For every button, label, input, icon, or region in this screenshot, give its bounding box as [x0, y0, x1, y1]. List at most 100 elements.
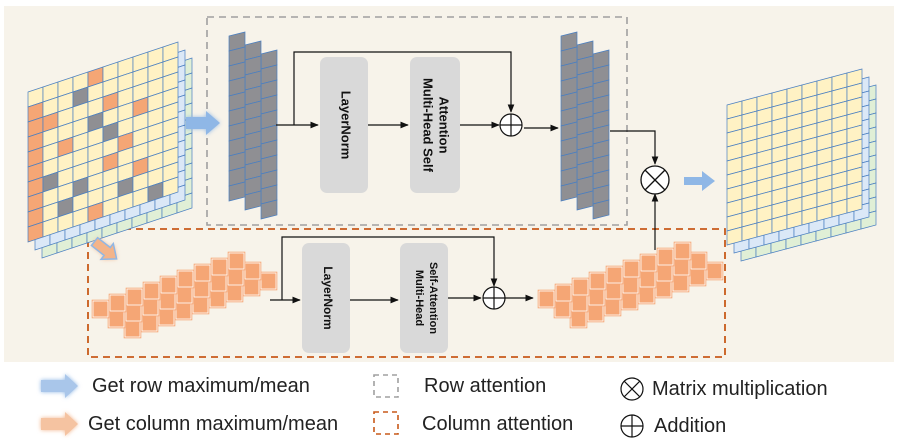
row-max-mean-arrow: [186, 111, 220, 135]
legend-column-arrow-label: Get column maximum/mean: [88, 413, 338, 435]
legend-matmul-label: Matrix multiplication: [652, 378, 828, 400]
column-cell: [553, 299, 572, 319]
column-cell: [587, 287, 606, 307]
column-cell-highlight: [706, 262, 723, 280]
column-cell: [108, 293, 127, 313]
column-cell: [671, 273, 690, 293]
column-addition-icon: [482, 286, 506, 310]
column-cell: [655, 263, 674, 283]
column-feature-strip-input: [91, 251, 278, 339]
row-cell: [576, 190, 594, 211]
row-cell: [228, 181, 246, 202]
legend: Get row maximum/mean Get column maximum/…: [41, 374, 828, 438]
column-cell-highlight: [589, 272, 606, 290]
column-cell: [638, 269, 657, 289]
legend-row-box-icon: [373, 374, 399, 398]
row-attention-label-line1: Multi-Head Self: [421, 78, 436, 173]
column-cell: [107, 309, 126, 329]
column-cell-highlight: [555, 284, 572, 302]
matrix-multiplication-icon: [640, 165, 670, 195]
column-cell: [242, 277, 261, 297]
column-cell-highlight: [260, 272, 277, 290]
column-max-mean-arrow: [90, 236, 118, 261]
column-cell: [227, 251, 246, 271]
column-cell: [174, 301, 193, 321]
column-cell: [125, 287, 144, 307]
row-feature-stack-input: [228, 31, 278, 220]
column-cell: [209, 273, 228, 293]
column-cell: [688, 267, 707, 287]
column-cell: [672, 257, 691, 277]
column-residual-connection: [281, 236, 498, 300]
column-cell: [603, 297, 622, 317]
column-cell-highlight: [109, 294, 126, 312]
legend-row-arrow-icon: [41, 374, 78, 398]
column-cell: [142, 281, 161, 301]
column-cell: [159, 275, 178, 295]
column-attention-box: [87, 228, 726, 358]
column-layernorm-label: LayerNorm: [321, 266, 335, 329]
column-cell-highlight: [674, 242, 691, 260]
column-cell: [141, 297, 160, 317]
column-cell: [586, 303, 605, 323]
column-layernorm-box: [302, 243, 350, 353]
legend-addition-label: Addition: [654, 415, 726, 437]
legend-column-box-label: Column attention: [422, 413, 573, 435]
column-cell-highlight: [92, 300, 109, 318]
column-cell: [620, 291, 639, 311]
legend-column-box-icon: [373, 411, 399, 435]
row-residual-connection: [293, 51, 515, 125]
column-attention-block-box: [400, 243, 448, 353]
column-cell-highlight: [640, 254, 657, 272]
column-cell: [176, 269, 195, 289]
column-cell: [622, 259, 641, 279]
grid-cell: [846, 194, 863, 214]
column-cell: [157, 307, 176, 327]
column-cell-highlight: [177, 270, 194, 288]
column-cell-highlight: [538, 290, 555, 308]
column-cell: [225, 283, 244, 303]
column-cell: [689, 251, 708, 271]
column-cell: [158, 291, 177, 311]
row-arrow-to-matmul: [610, 130, 659, 165]
column-cell-highlight: [228, 252, 245, 270]
row-cell: [260, 199, 278, 220]
column-cell: [123, 319, 142, 339]
column-attention-label-line2: Self-Attention: [427, 262, 439, 334]
column-cell: [571, 277, 590, 297]
column-cell: [705, 261, 724, 281]
column-cell: [639, 253, 658, 273]
column-cell: [588, 271, 607, 291]
row-feature-stack-output: [560, 31, 610, 220]
column-feature-strip-output: [537, 241, 724, 329]
column-cell: [621, 275, 640, 295]
column-cell: [243, 261, 262, 281]
column-cell: [637, 285, 656, 305]
column-cell: [569, 309, 588, 329]
column-cell: [554, 283, 573, 303]
output-arrow: [684, 171, 715, 191]
column-cell-highlight: [606, 266, 623, 284]
legend-matmul-icon: [620, 377, 644, 401]
legend-row-arrow-label: Get row maximum/mean: [92, 375, 310, 397]
row-layernorm-label: LayerNorm: [339, 91, 354, 160]
column-cell: [175, 285, 194, 305]
column-cell: [604, 281, 623, 301]
legend-addition-icon: [620, 414, 644, 438]
column-cell: [192, 279, 211, 299]
column-cell: [226, 267, 245, 287]
column-cell: [654, 279, 673, 299]
column-cell-highlight: [211, 258, 228, 276]
column-cell: [140, 313, 159, 333]
legend-row-box-label: Row attention: [424, 375, 546, 397]
grid-cell: [162, 176, 179, 198]
column-cell-highlight: [690, 252, 707, 270]
row-cell: [560, 181, 578, 202]
column-cell: [210, 257, 229, 277]
column-cell: [537, 289, 556, 309]
column-cell: [259, 271, 278, 291]
column-cell: [91, 299, 110, 319]
input-feature-grid: [27, 41, 193, 259]
